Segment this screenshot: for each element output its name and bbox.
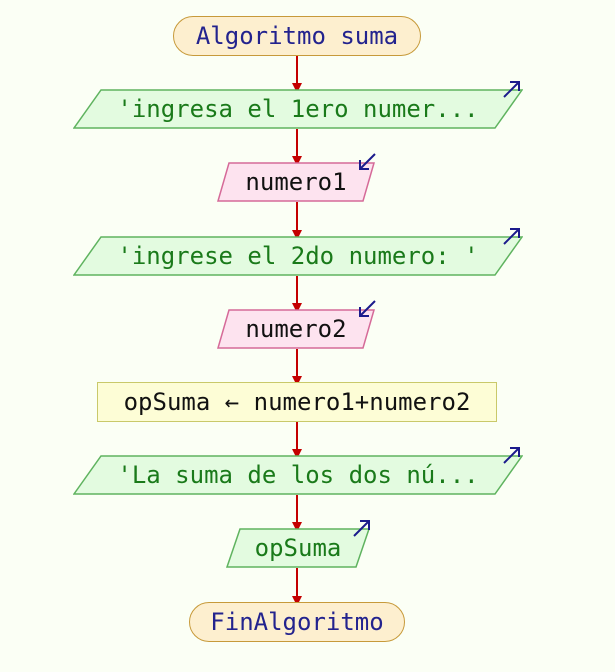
start-terminal: Algoritmo suma <box>173 16 421 56</box>
start-label: Algoritmo suma <box>195 22 399 50</box>
output-prompt-1: 'ingresa el 1ero numer... <box>73 81 523 129</box>
end-terminal: FinAlgoritmo <box>189 602 405 642</box>
output-arrow-icon <box>503 447 520 464</box>
input-numero2-text: numero2 <box>245 315 347 343</box>
assign-process-text: opSuma ← numero1+numero2 <box>123 388 471 416</box>
assign-process: opSuma ← numero1+numero2 <box>97 382 497 422</box>
end-label: FinAlgoritmo <box>210 608 384 636</box>
output-prompt-2-text: 'ingrese el 2do numero: ' <box>117 242 479 270</box>
output-arrow-icon <box>503 228 520 245</box>
output-prompt-1-text: 'ingresa el 1ero numer... <box>117 95 479 123</box>
output-opsuma-text: opSuma <box>254 534 342 562</box>
output-arrow-icon <box>353 520 370 537</box>
input-numero1: numero1 <box>217 153 376 202</box>
input-arrow-icon <box>359 300 376 317</box>
output-arrow-icon <box>503 81 520 98</box>
output-result-message-text: 'La suma de los dos nú... <box>117 461 479 489</box>
output-prompt-2: 'ingrese el 2do numero: ' <box>73 228 523 276</box>
input-arrow-icon <box>359 153 376 170</box>
output-result-message: 'La suma de los dos nú... <box>73 447 523 495</box>
output-opsuma: opSuma <box>226 520 370 568</box>
input-numero1-text: numero1 <box>245 168 347 196</box>
input-numero2: numero2 <box>217 300 376 349</box>
